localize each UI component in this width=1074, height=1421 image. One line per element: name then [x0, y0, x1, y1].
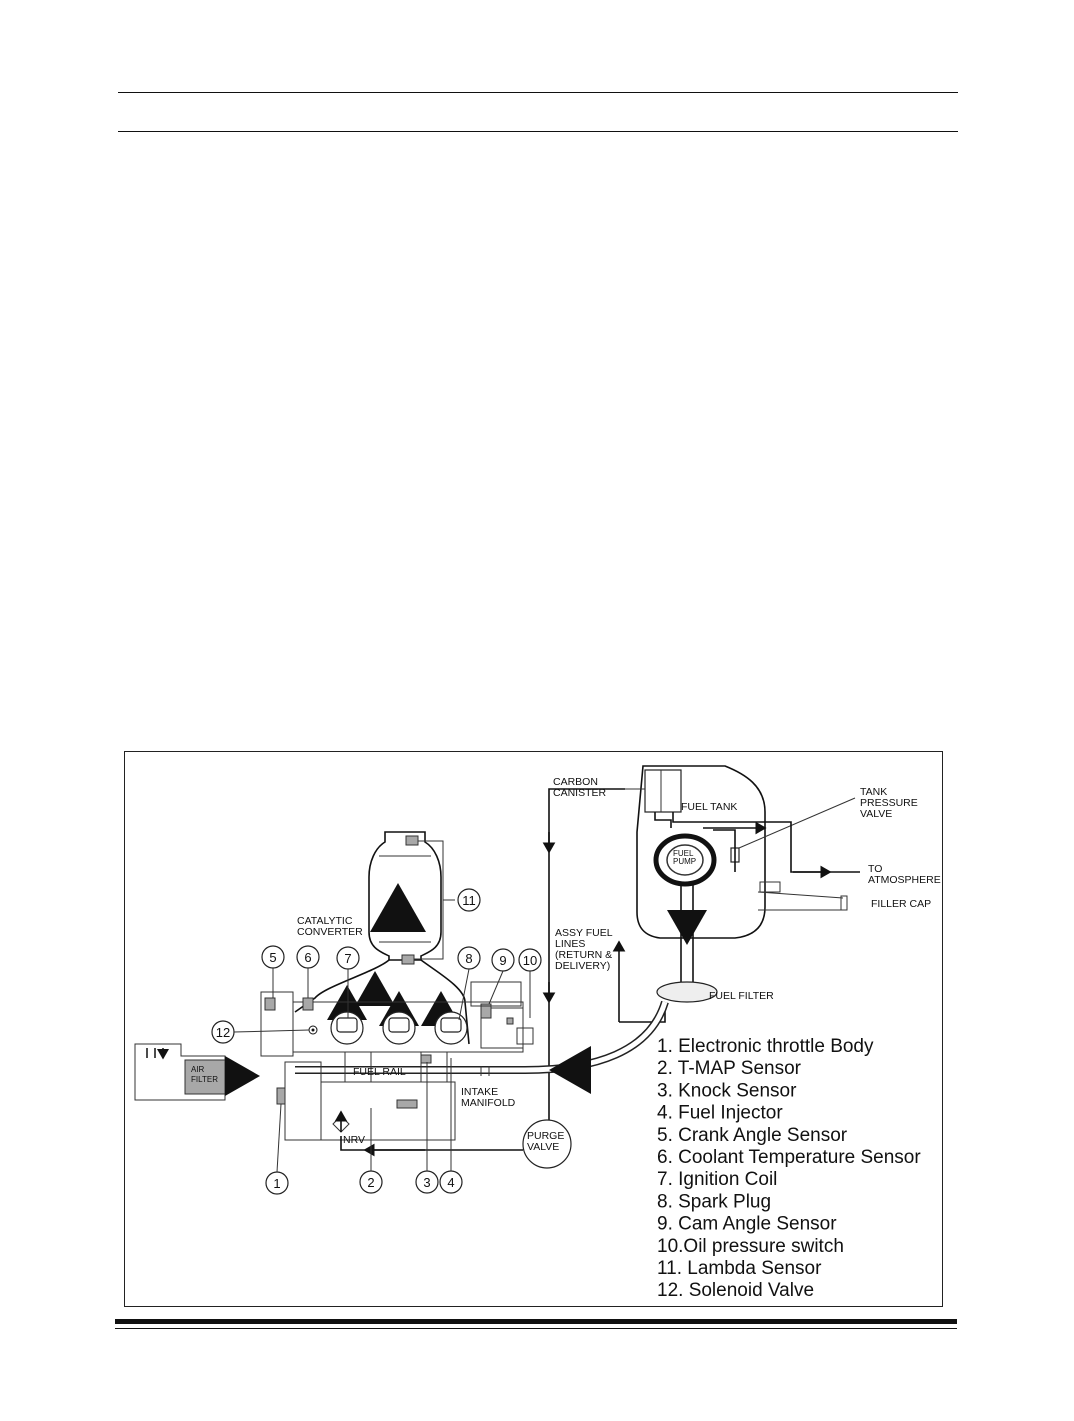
legend-item: 6. Coolant Temperature Sensor	[657, 1147, 921, 1168]
legend-item: 7. Ignition Coil	[657, 1169, 777, 1190]
intake-manifold	[276, 1052, 490, 1141]
legend-item: 11. Lambda Sensor	[657, 1258, 822, 1279]
callout-11: 11	[462, 893, 476, 908]
label-purge-valve: VALVE	[527, 1141, 559, 1153]
label-assy-fuel-lines: DELIVERY)	[555, 960, 610, 972]
callout-12: 12	[216, 1025, 230, 1040]
label-fuel-pump: FUEL	[673, 849, 694, 858]
fuel-pump	[653, 833, 717, 887]
fuel-tank	[636, 765, 848, 939]
label-nrv: NRV	[343, 1134, 365, 1146]
label-tank-pressure-valve: TANK	[860, 786, 887, 798]
label-tank-pressure-valve: VALVE	[860, 808, 892, 820]
label-to-atmosphere: ATMOSPHERE	[868, 874, 941, 886]
header-rule-top	[118, 92, 958, 93]
label-air-filter: AIR	[191, 1065, 205, 1074]
callout-9: 9	[499, 953, 506, 968]
label-carbon-canister: CARBON	[553, 776, 598, 788]
air-filter	[134, 1043, 260, 1101]
label-filler-cap: FILLER CAP	[871, 898, 931, 910]
legend-item: 10.Oil pressure switch	[657, 1236, 844, 1257]
carbon-canister	[625, 769, 682, 813]
label-assy-fuel-lines: ASSY FUEL	[555, 927, 613, 939]
label-purge-valve: PURGE	[527, 1130, 564, 1142]
callouts	[211, 888, 542, 1195]
callout-5: 5	[269, 950, 276, 965]
legend-item: 5. Crank Angle Sensor	[657, 1125, 848, 1146]
legend-item: 2. T-MAP Sensor	[657, 1058, 802, 1079]
legend-item: 12. Solenoid Valve	[657, 1280, 814, 1301]
label-fuel-filter: FUEL FILTER	[709, 990, 774, 1002]
label-catalytic-converter: CONVERTER	[297, 926, 363, 938]
legend-item: 8. Spark Plug	[657, 1191, 771, 1212]
label-intake-manifold: MANIFOLD	[461, 1097, 516, 1109]
callout-6: 6	[304, 950, 311, 965]
legend-item: 1. Electronic throttle Body	[657, 1036, 874, 1057]
label-fuel-rail: FUEL RAIL	[353, 1066, 406, 1078]
tank-pressure-valve	[730, 797, 856, 863]
callout-2: 2	[367, 1175, 374, 1190]
callout-1: 1	[273, 1176, 280, 1191]
label-assy-fuel-lines: (RETURN &	[555, 949, 612, 961]
callout-10: 10	[523, 953, 537, 968]
footer-rule-thick	[115, 1319, 957, 1324]
catalytic-converter	[368, 831, 455, 965]
label-to-atmosphere: TO	[868, 863, 882, 875]
nrv	[332, 1110, 523, 1157]
footer-rule-thin	[115, 1328, 957, 1329]
legend-item: 9. Cam Angle Sensor	[657, 1214, 837, 1235]
label-assy-fuel-lines: LINES	[555, 938, 585, 950]
callout-7: 7	[344, 951, 351, 966]
label-air-filter: FILTER	[191, 1075, 218, 1084]
legend-item: 3. Knock Sensor	[657, 1080, 797, 1101]
callout-8: 8	[465, 951, 472, 966]
label-fuel-pump: PUMP	[673, 857, 696, 866]
callout-3: 3	[423, 1175, 430, 1190]
label-tank-pressure-valve: PRESSURE	[860, 797, 918, 809]
purge-valve	[522, 1119, 572, 1169]
label-fuel-tank: FUEL TANK	[681, 801, 737, 813]
label-catalytic-converter: CATALYTIC	[297, 915, 353, 927]
label-carbon-canister: CANISTER	[553, 787, 607, 799]
header-rule-bottom	[118, 131, 958, 132]
fuel-filter	[656, 884, 718, 1003]
engine-block	[260, 981, 534, 1057]
label-intake-manifold: INTAKE	[461, 1086, 498, 1098]
legend-item: 4. Fuel Injector	[657, 1103, 783, 1124]
callout-4: 4	[447, 1175, 454, 1190]
